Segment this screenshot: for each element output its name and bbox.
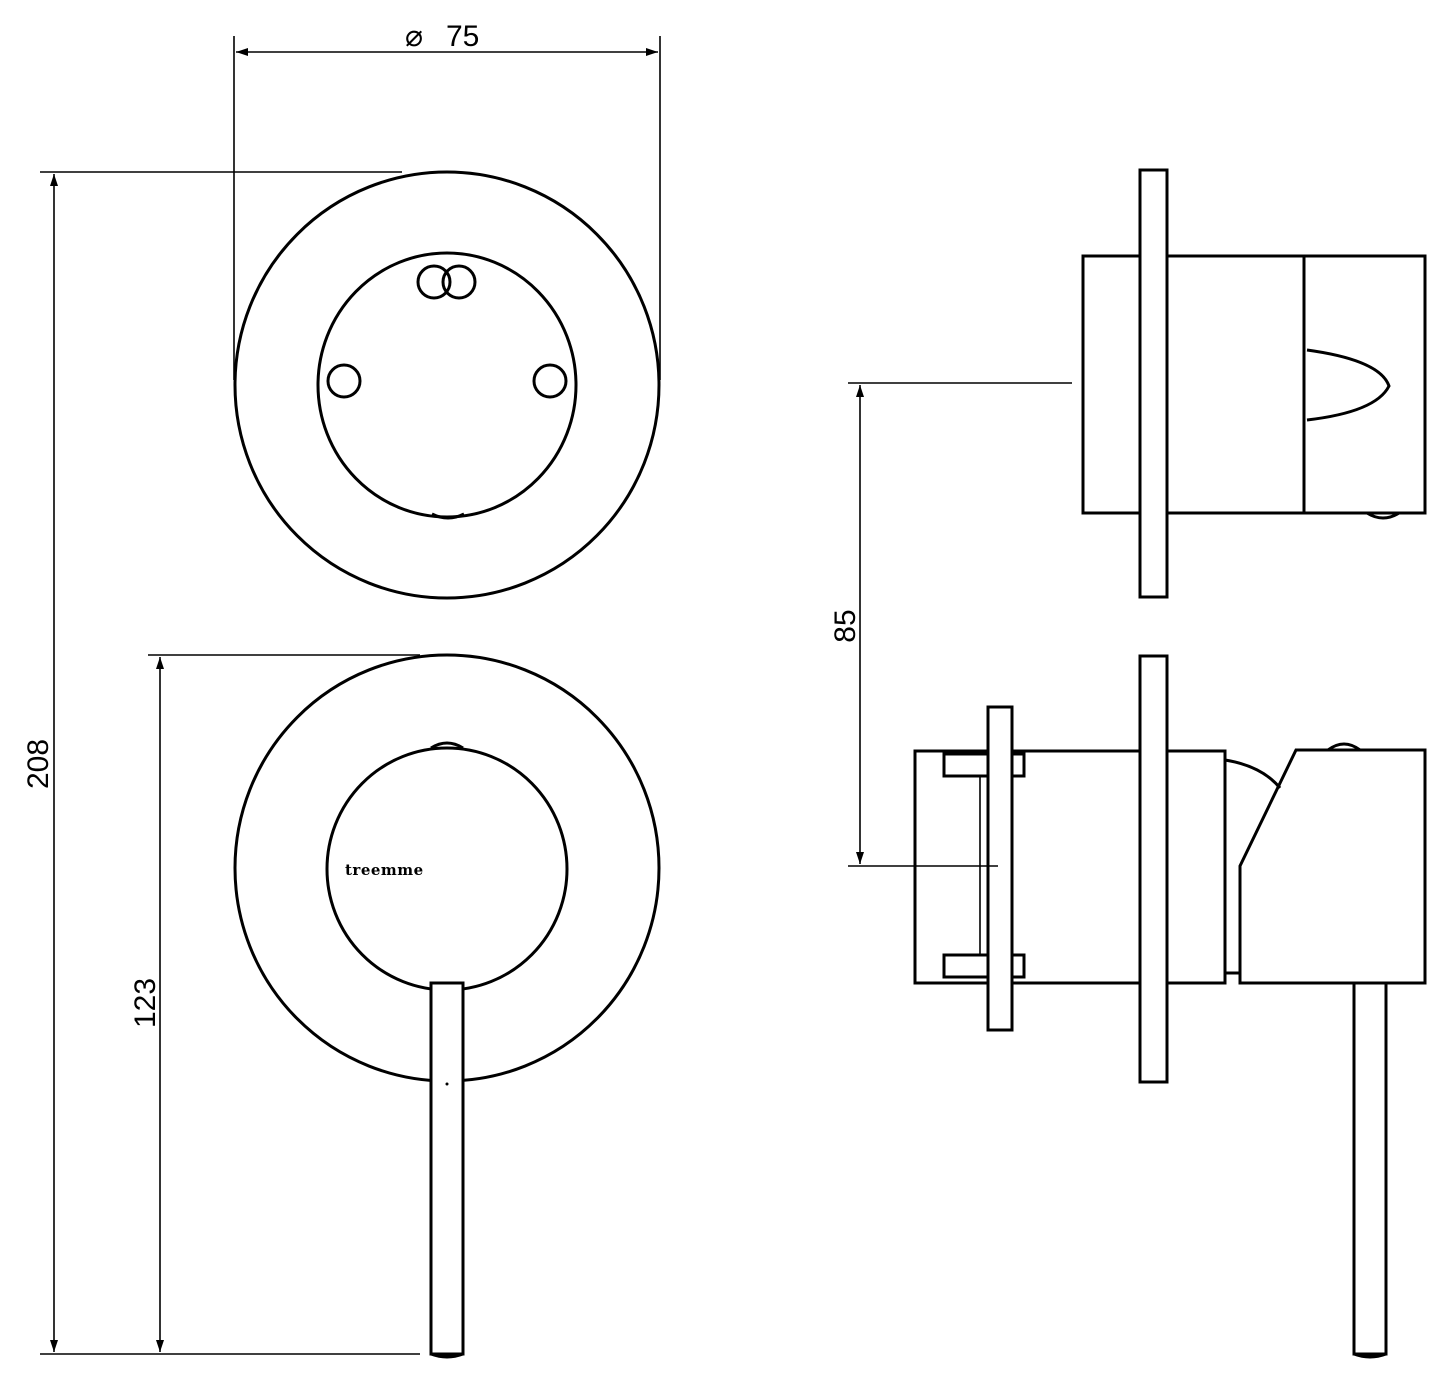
side-bottom-body bbox=[913, 654, 1427, 1359]
total-height-value: 208 bbox=[22, 739, 55, 789]
screw-hole-left bbox=[326, 363, 362, 399]
indicator-ring-left bbox=[416, 264, 452, 300]
dimension-total-height: 208 bbox=[22, 171, 420, 1355]
screw-hole-right bbox=[532, 363, 568, 399]
indicator-ring-right bbox=[441, 264, 477, 300]
brand-logo: treemme bbox=[345, 861, 424, 879]
bottom-tab bbox=[431, 512, 465, 520]
diameter-value: 75 bbox=[446, 20, 479, 53]
dimension-depth-offset: 85 bbox=[829, 382, 1072, 867]
depth-offset-value: 85 bbox=[829, 609, 862, 642]
diverter-knob-profile bbox=[1306, 348, 1391, 422]
front-top-plate bbox=[233, 170, 661, 600]
lever-height-value: 123 bbox=[129, 978, 162, 1028]
side-top-body bbox=[1081, 168, 1427, 599]
lever-handle bbox=[429, 981, 465, 1359]
top-tab bbox=[430, 741, 464, 750]
dimension-diameter: ⌀ 75 bbox=[233, 20, 661, 380]
front-bottom-plate: treemme bbox=[233, 653, 661, 1359]
dimension-lever-height: 123 bbox=[129, 654, 420, 1352]
diameter-symbol: ⌀ bbox=[405, 20, 423, 53]
